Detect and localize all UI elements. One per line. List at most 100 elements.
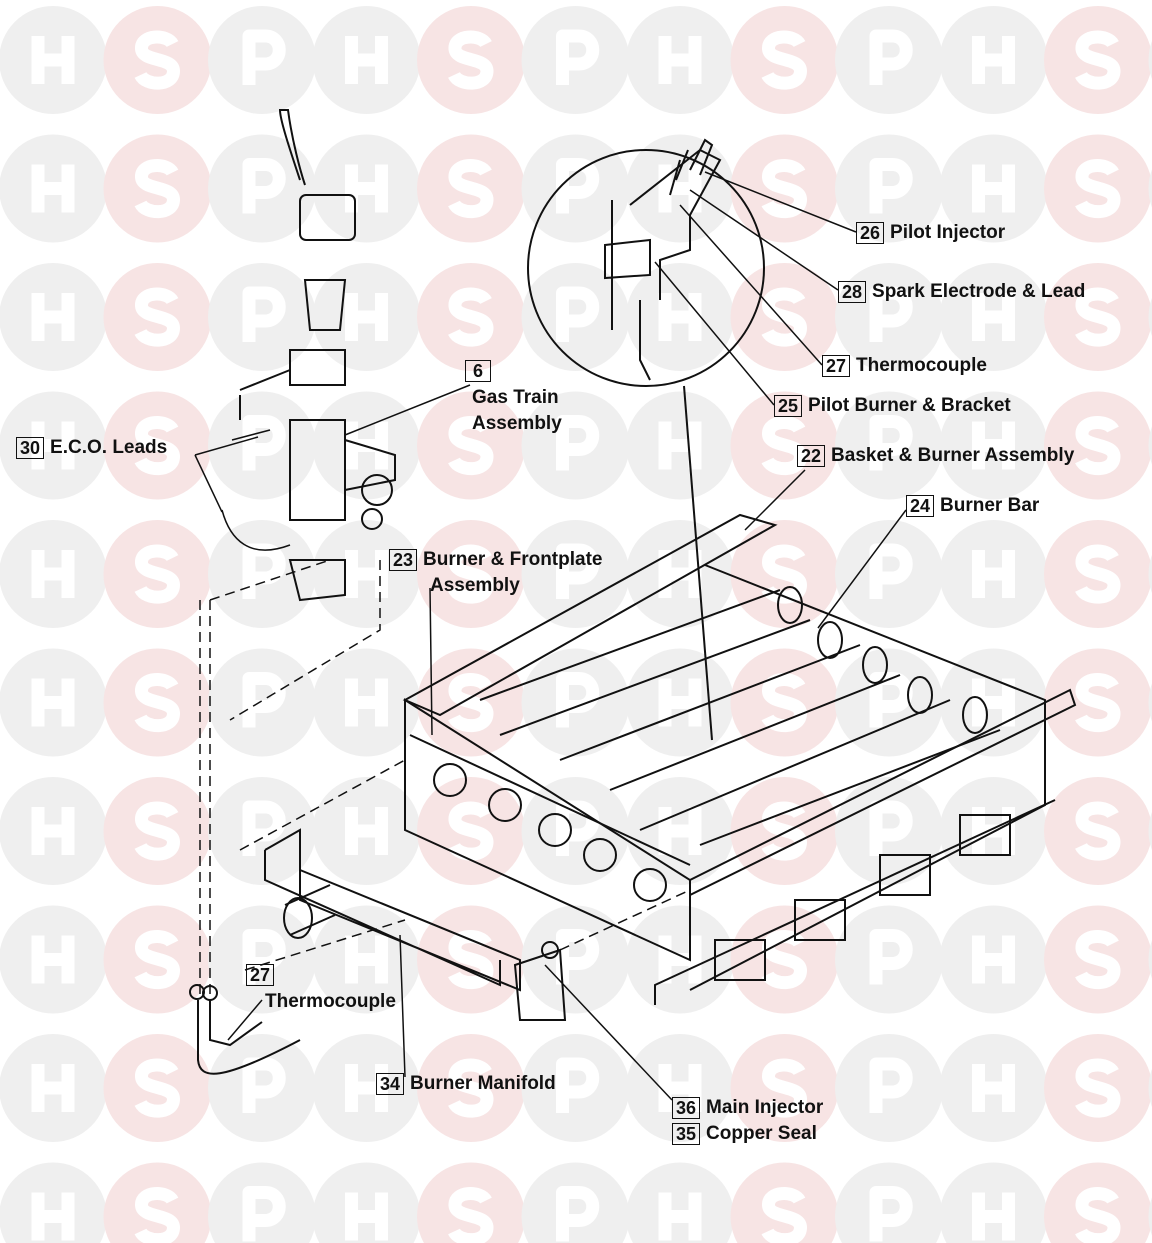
part-number: 28 — [838, 281, 867, 303]
watermark-h-circle — [0, 263, 107, 371]
watermark-p-circle — [521, 263, 630, 371]
watermark-s-circle — [103, 391, 212, 500]
watermark-h-circle — [0, 905, 107, 1014]
watermark-s-circle — [730, 1162, 839, 1243]
watermark-letter-p — [242, 1057, 286, 1113]
watermark-letter-h — [658, 36, 702, 84]
watermark-h-circle — [939, 520, 1048, 628]
watermark-letter-p — [556, 29, 600, 85]
watermark-letter-h — [972, 421, 1015, 470]
watermark-letter-s — [1075, 930, 1121, 990]
watermark-letter-p — [869, 1186, 913, 1242]
watermark-letter-s — [761, 159, 807, 219]
callout-23-burner-frontplate[interactable]: 23 Burner & Frontplate — [389, 547, 602, 573]
part-name: Spark Electrode & Lead — [872, 281, 1086, 302]
watermark-letter-h — [31, 807, 75, 855]
watermark-letter-s — [761, 673, 807, 733]
watermark-letter-s — [134, 287, 180, 347]
watermark-letter-h — [31, 293, 75, 341]
watermark-letter-p — [556, 415, 600, 471]
callout-27-thermocouple-lower[interactable]: 27 — [246, 964, 275, 986]
watermark-p-circle — [835, 391, 943, 500]
watermark-letter-p — [242, 158, 286, 214]
watermark-s-circle — [730, 391, 839, 500]
part-name: Burner & Frontplate — [423, 549, 603, 570]
watermark-s-circle — [103, 1162, 212, 1243]
watermark-s-circle — [1044, 263, 1152, 371]
watermark-letter-h — [31, 1192, 75, 1241]
watermark-p-circle — [208, 648, 316, 757]
watermark-s-circle — [730, 6, 839, 114]
watermark-letter-p — [556, 1057, 600, 1113]
watermark-letter-p — [869, 286, 913, 342]
callout-26-pilot-injector[interactable]: 26 Pilot Injector — [856, 220, 1005, 246]
pilot-detail-circle — [527, 149, 765, 387]
part-name: Burner Manifold — [410, 1073, 556, 1094]
watermark-p-circle — [1148, 169, 1152, 208]
watermark-s-circle — [417, 1162, 525, 1243]
watermark-letter-p — [869, 29, 913, 85]
watermark-letter-p — [242, 1186, 286, 1242]
watermark-p-circle — [835, 263, 943, 371]
watermark-p-circle — [1148, 1197, 1152, 1236]
watermark-h-circle — [312, 1162, 421, 1243]
watermark-letter-s — [134, 416, 180, 476]
watermark-letter-s — [1075, 544, 1121, 604]
watermark-letter-s — [448, 673, 494, 733]
watermark-h-circle — [0, 391, 107, 500]
watermark-letter-h — [345, 678, 388, 727]
watermark-p-circle — [835, 1034, 943, 1142]
watermark-s-circle — [1044, 648, 1152, 757]
watermark-letter-h — [345, 293, 388, 341]
watermark-s-circle — [417, 905, 525, 1014]
callout-36-main-injector[interactable]: 36 Main Injector — [672, 1095, 823, 1121]
watermark-p-circle — [1148, 683, 1152, 722]
watermark-letter-s — [448, 1187, 494, 1243]
watermark-letter-s — [1075, 1058, 1121, 1118]
basket — [402, 513, 778, 717]
watermark-s-circle — [103, 520, 212, 628]
callout-24-burner-bar[interactable]: 24 Burner Bar — [906, 493, 1039, 519]
watermark-h-circle — [626, 391, 734, 500]
callout-30-eco-leads[interactable]: 30 E.C.O. Leads — [16, 435, 167, 461]
watermark-letter-s — [1075, 416, 1121, 476]
callout-34-burner-manifold[interactable]: 34 Burner Manifold — [376, 1071, 556, 1097]
watermark-p-circle — [521, 134, 630, 243]
watermark-s-circle — [417, 6, 525, 114]
watermark-letter-h — [658, 807, 702, 855]
watermark-letter-h — [345, 164, 388, 213]
watermark-h-circle — [0, 777, 107, 885]
watermark-letter-p — [869, 800, 913, 856]
watermark-letter-s — [1075, 673, 1121, 733]
watermark-p-circle — [1148, 811, 1152, 851]
watermark-s-circle — [103, 648, 212, 757]
callout-28-spark-electrode[interactable]: 28 Spark Electrode & Lead — [838, 279, 1085, 305]
watermark-s-circle — [417, 648, 525, 757]
watermark-s-circle — [1044, 905, 1152, 1014]
watermark-letter-s — [134, 1058, 180, 1118]
watermark-h-circle — [312, 263, 421, 371]
part-number: 36 — [672, 1097, 701, 1119]
watermark-h-circle — [312, 648, 421, 757]
callout-22-basket-burner[interactable]: 22 Basket & Burner Assembly — [797, 443, 1074, 469]
watermark-letter-p — [869, 158, 913, 214]
watermark-letter-h — [658, 678, 702, 727]
watermark-letter-h — [658, 1064, 702, 1112]
callout-6-gas-train[interactable]: 6 — [465, 360, 491, 382]
watermark-h-circle — [939, 263, 1048, 371]
callout-27-thermocouple[interactable]: 27 Thermocouple — [822, 353, 987, 379]
watermark-letter-h — [972, 1064, 1015, 1112]
watermark-letter-s — [448, 930, 494, 990]
watermark-letter-s — [1075, 30, 1121, 90]
pilot-burner-bracket — [604, 148, 722, 381]
watermark-letter-p — [556, 929, 600, 985]
callout-35-copper-seal[interactable]: 35 Copper Seal — [672, 1121, 817, 1147]
watermark-letter-h — [345, 807, 388, 855]
callout-25-pilot-burner[interactable]: 25 Pilot Burner & Bracket — [774, 393, 1011, 419]
watermark-p-circle — [208, 6, 316, 114]
watermark-letter-p — [869, 543, 913, 599]
watermark-letter-h — [345, 550, 388, 598]
watermark-p-circle — [835, 905, 943, 1014]
watermark-s-circle — [730, 648, 839, 757]
